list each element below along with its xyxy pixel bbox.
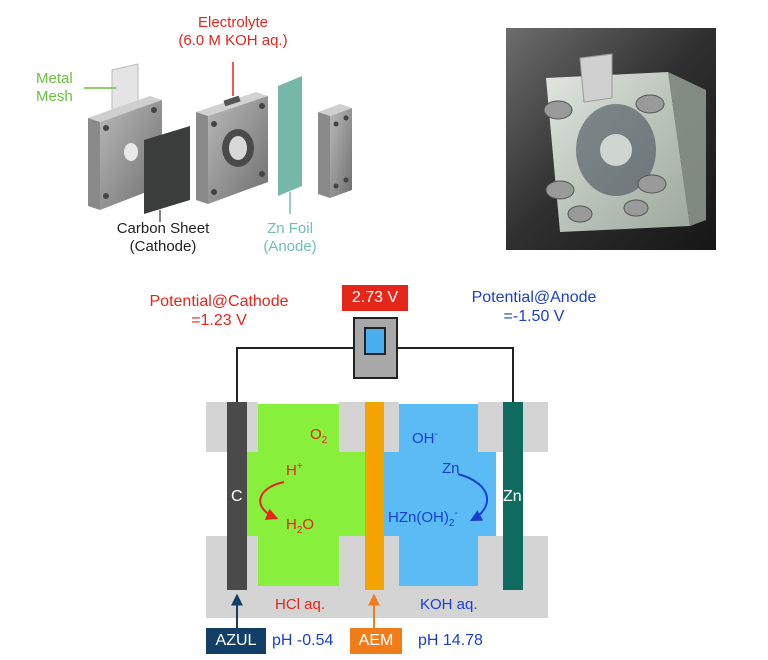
cathode-ph-label: pH -0.54 xyxy=(272,632,334,649)
h-plus-label: H+ xyxy=(286,458,303,480)
o2-text: O xyxy=(310,426,322,443)
electrode-zn-label: Zn xyxy=(503,488,522,505)
cathode-potential-line2: =1.23 V xyxy=(191,312,247,329)
metal-mesh-label-line2: Mesh xyxy=(36,88,73,105)
aem-tag: AEM xyxy=(350,628,402,654)
h2o-label: H2O xyxy=(286,516,314,540)
cathode-potential-label: Potential@Cathode =1.23 V xyxy=(140,292,298,330)
anode-potential-label: Potential@Anode =-1.50 V xyxy=(458,288,610,326)
hcl-label: HCl aq. xyxy=(275,596,326,613)
anode-reaction-arrow xyxy=(457,473,488,522)
o2-subscript: 2 xyxy=(321,435,328,446)
zn-foil-label-line2: (Anode) xyxy=(263,238,317,255)
h-superscript: + xyxy=(296,461,303,472)
carbon-sheet-label: Carbon Sheet (Cathode) xyxy=(108,220,218,256)
oh-text: OH xyxy=(412,430,435,447)
voltmeter xyxy=(353,317,398,379)
hzn-superscript: - xyxy=(454,508,458,519)
voltage-badge: 2.73 V xyxy=(342,285,408,311)
external-circuit xyxy=(236,347,514,402)
metal-mesh-label-line1: Metal xyxy=(36,70,73,87)
zn-species-label: Zn xyxy=(442,460,460,477)
electrolyte-label: Electrolyte (6.0 M KOH aq.) xyxy=(158,14,308,50)
o2-label: O2 xyxy=(310,426,327,450)
device-photo xyxy=(506,28,716,250)
cathode-reaction-arrow xyxy=(259,481,285,520)
electrolyte-chamber-part xyxy=(196,62,268,204)
electrolyte-label-line1: Electrolyte xyxy=(197,14,269,31)
h2o-text-a: H xyxy=(286,516,297,533)
oh-superscript: - xyxy=(434,429,438,440)
anode-ph-label: pH 14.78 xyxy=(418,632,483,649)
carbon-sheet-part xyxy=(144,126,190,222)
electrode-c-label: C xyxy=(231,488,243,505)
h2o-subscript: 2 xyxy=(296,525,303,536)
zn-foil-part xyxy=(278,76,302,214)
h-text: H xyxy=(286,462,297,479)
anode-potential-line1: Potential@Anode xyxy=(471,289,597,306)
zn-electrode xyxy=(503,402,523,590)
carbon-sheet-label-line2: (Cathode) xyxy=(129,238,197,255)
end-plate-right xyxy=(318,104,352,198)
h2o-text-b: O xyxy=(302,516,315,533)
hzn-label: HZn(OH)2- xyxy=(388,505,458,533)
anode-potential-line2: =-1.50 V xyxy=(503,308,565,325)
exploded-view xyxy=(84,62,352,222)
koh-label: KOH aq. xyxy=(420,596,478,613)
oh-label: OH- xyxy=(412,426,438,448)
cathode-potential-line1: Potential@Cathode xyxy=(149,293,289,310)
hzn-subscript: 2 xyxy=(448,518,455,529)
electrolyte-label-line2: (6.0 M KOH aq.) xyxy=(178,32,288,49)
aem-membrane xyxy=(365,402,384,590)
zn-foil-label-line1: Zn Foil xyxy=(267,220,313,237)
azul-tag: AZUL xyxy=(206,628,266,654)
carbon-sheet-label-line1: Carbon Sheet xyxy=(116,220,210,237)
cell-diagram xyxy=(206,317,548,628)
zn-foil-label: Zn Foil (Anode) xyxy=(252,220,328,256)
carbon-electrode xyxy=(227,402,247,590)
metal-mesh-label: Metal Mesh xyxy=(36,70,73,106)
hzn-text: HZn(OH) xyxy=(388,509,449,526)
